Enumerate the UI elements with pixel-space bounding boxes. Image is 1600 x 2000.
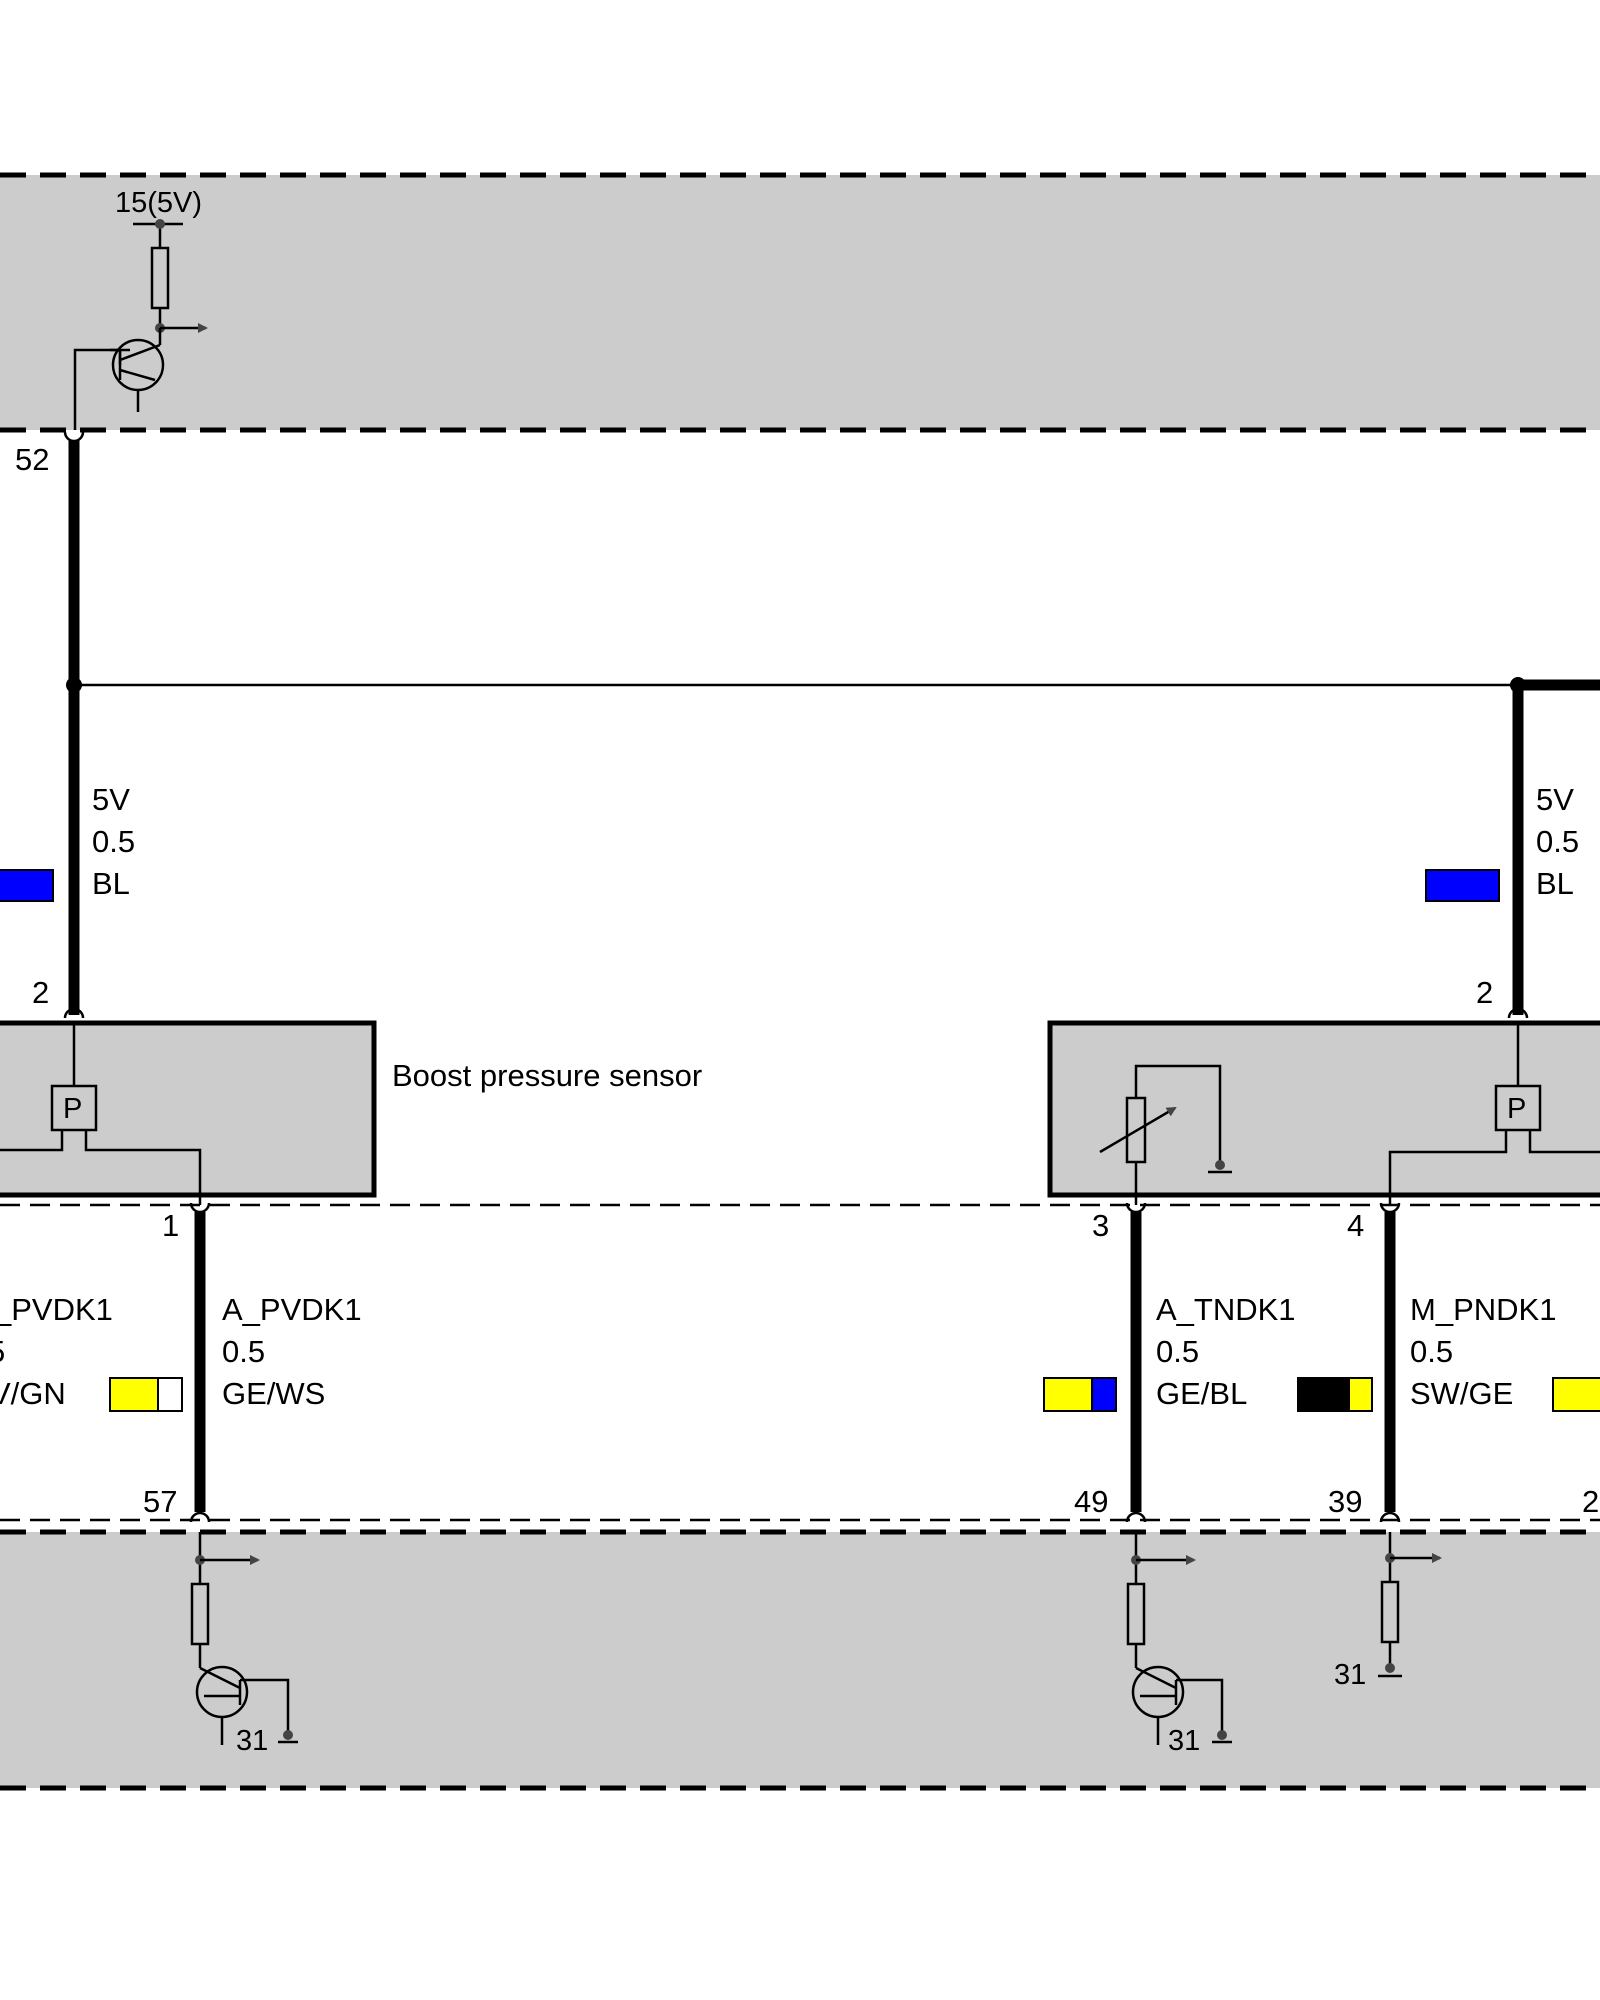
wire-gauge: 0.5 — [222, 1334, 265, 1369]
wire-signal: 5V — [1536, 782, 1574, 817]
wire-color-code: GE/BL — [1156, 1376, 1247, 1411]
left-supply-labels: 5V 0.5 BL — [0, 782, 135, 902]
left-partial-labels: _PVDK1 5 V/GN — [0, 1292, 183, 1412]
connector-pin-49[interactable] — [1125, 1511, 1147, 1523]
right-sensor[interactable]: 2 P 3 4 — [1047, 975, 1600, 1243]
ground-label: 31 — [236, 1725, 268, 1757]
wire-gauge: 0.5 — [1536, 824, 1579, 859]
wire-gauge: 5 — [0, 1334, 5, 1369]
pin-1-label: 1 — [162, 1208, 179, 1243]
wire-color-code: SW/GE — [1410, 1376, 1513, 1411]
thermistor-icon — [1099, 1064, 1232, 1205]
resistor-icon — [1126, 1582, 1146, 1646]
pin-52-label: 52 — [15, 442, 49, 477]
a-pvdk1-labels: A_PVDK1 0.5 GE/WS — [222, 1292, 362, 1411]
top-transistor-circuit: 15(5V) — [73, 187, 208, 430]
supply-label: 15(5V) — [115, 187, 202, 219]
pressure-element-icon — [1494, 1084, 1542, 1132]
pressure-symbol: P — [1507, 1093, 1526, 1125]
color-swatch-icon — [1552, 1377, 1600, 1412]
wire-color-code: GE/WS — [222, 1376, 325, 1411]
connector-pin-52[interactable] — [63, 431, 85, 443]
bottom-circuit-39: 31 — [1334, 1532, 1442, 1691]
wire-signal: M_PNDK1 — [1410, 1292, 1556, 1327]
connector-pin-57[interactable] — [189, 1511, 211, 1523]
pin-3-label: 3 — [1092, 1208, 1109, 1243]
resistor-icon — [1380, 1580, 1400, 1644]
pin-2-label: 2 — [32, 975, 49, 1010]
color-swatch-icon — [0, 869, 54, 902]
wire-gauge: 0.5 — [92, 824, 135, 859]
resistor-icon — [150, 246, 170, 310]
wire-signal: 5V — [92, 782, 130, 817]
pin-49-label: 49 — [1074, 1484, 1108, 1519]
wire-color-code: BL — [92, 866, 130, 901]
sensor-label: Boost pressure sensor — [392, 1058, 702, 1093]
ground-label: 31 — [1168, 1725, 1200, 1757]
right-supply-labels: 5V 0.5 BL — [1425, 782, 1579, 902]
wire-signal: _PVDK1 — [0, 1292, 113, 1327]
bottom-circuit-49: 31 — [1126, 1532, 1232, 1757]
wire-gauge: 0.5 — [1156, 1334, 1199, 1369]
m-pndk1-labels: M_PNDK1 0.5 SW/GE — [1297, 1292, 1600, 1412]
ground-label: 31 — [1334, 1659, 1366, 1691]
pin-4-label: 4 — [1347, 1208, 1364, 1243]
wire-signal: A_TNDK1 — [1156, 1292, 1296, 1327]
color-swatch-icon — [1425, 869, 1500, 902]
bottom-circuit-57: 31 — [190, 1532, 298, 1757]
color-swatch-icon — [1091, 1377, 1117, 1412]
pin-2-label: 2 — [1476, 975, 1493, 1010]
color-swatch-icon — [157, 1377, 183, 1412]
wire-color-code: V/GN — [0, 1376, 66, 1411]
pin-2-label: 2 — [1582, 1484, 1599, 1519]
pin-57-label: 57 — [143, 1484, 177, 1519]
wire-color-code: BL — [1536, 866, 1574, 901]
top-control-unit — [0, 172, 1600, 433]
wire-signal: A_PVDK1 — [222, 1292, 362, 1327]
pin-39-label: 39 — [1328, 1484, 1362, 1519]
resistor-icon — [190, 1582, 210, 1646]
pressure-element-icon — [50, 1084, 98, 1132]
connector-pin-39[interactable] — [1379, 1511, 1401, 1523]
pressure-symbol: P — [63, 1093, 82, 1125]
color-swatch-icon — [1348, 1377, 1373, 1412]
wire-gauge: 0.5 — [1410, 1334, 1453, 1369]
transistor-icon — [111, 338, 165, 412]
bottom-control-unit — [0, 1518, 1600, 1791]
boost-pressure-sensor[interactable]: 2 P Boost pressure sensor 1 — [0, 975, 1600, 1243]
a-tndk1-labels: A_TNDK1 0.5 GE/BL — [1043, 1292, 1296, 1412]
